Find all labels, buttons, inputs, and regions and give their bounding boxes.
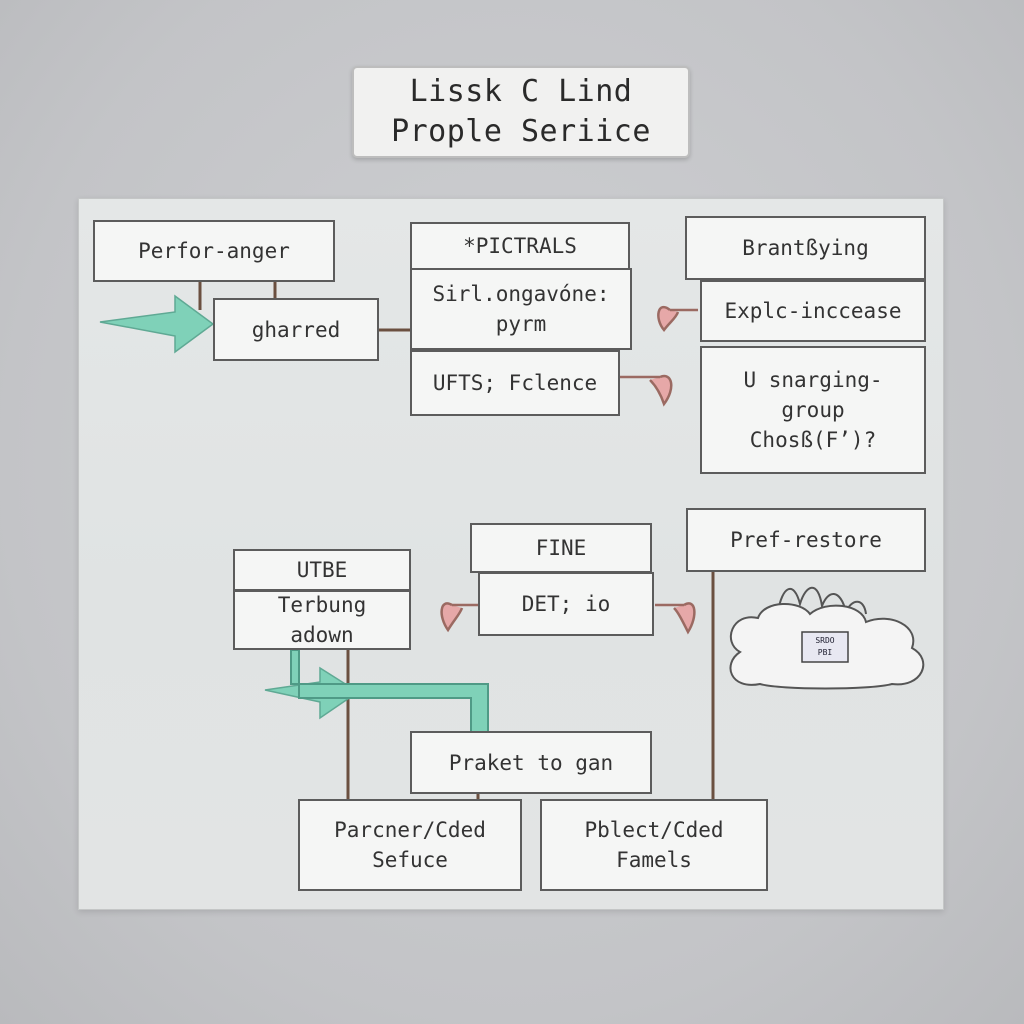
- node-label-line-1: U snarging-: [743, 368, 883, 392]
- node-ufts[interactable]: UFTS; Fclence: [410, 350, 620, 416]
- node-pref-restore[interactable]: Pref-restore: [686, 508, 926, 572]
- node-label-line-2: adown: [290, 623, 354, 647]
- node-snarging[interactable]: U snarging- group Chosß(F’)?: [700, 346, 926, 474]
- node-label-line-3: Chosß(F’)?: [749, 428, 877, 452]
- node-det[interactable]: DET; io: [478, 572, 654, 636]
- teal-pipe-icon: [290, 649, 489, 733]
- node-gharred[interactable]: gharred: [213, 298, 379, 361]
- node-label: UFTS; Fclence: [432, 371, 598, 395]
- node-label: UTBE: [296, 558, 348, 582]
- title-line-1: Lissk C Lind: [409, 74, 633, 109]
- node-label-line-2: pyrm: [495, 312, 547, 336]
- node-label-line-2: Sefuce: [372, 848, 448, 872]
- node-utbe[interactable]: UTBE: [233, 549, 411, 591]
- node-sirl[interactable]: Sirl.ongavóne: pyrm: [410, 268, 632, 350]
- cloud-label: SRDO PBI: [802, 632, 848, 662]
- node-label-line-1: Sirl.ongavóne:: [432, 282, 610, 306]
- node-label: FINE: [535, 536, 587, 560]
- node-label-line-2: group: [781, 398, 845, 422]
- node-pblect[interactable]: Pblect/Cded Famels: [540, 799, 768, 891]
- right-curl-arrow-icon: [655, 602, 696, 635]
- node-label-line-1: Parcner/Cded: [334, 818, 486, 842]
- node-label: *PICTRALS: [463, 234, 577, 258]
- node-label: gharred: [251, 317, 341, 342]
- node-label-line-2: Famels: [616, 848, 692, 872]
- node-label: Brantßying: [742, 236, 869, 260]
- node-label-line-1: Terbung: [277, 593, 367, 617]
- diagram-title: Lissk C Lind Prople Seriice: [352, 66, 690, 158]
- node-label-line-1: Pblect/Cded: [584, 818, 724, 842]
- left-curl-arrow-icon: [440, 602, 478, 633]
- node-pictrals[interactable]: *PICTRALS: [410, 222, 630, 270]
- cloud-label-line-2: PBI: [817, 648, 833, 657]
- node-explc[interactable]: Explc-inccease: [700, 280, 926, 342]
- pink-arrows: [440, 305, 698, 635]
- cloud-icon: [729, 586, 925, 690]
- left-curl-arrow-icon: [657, 305, 698, 333]
- node-fine[interactable]: FINE: [470, 523, 652, 573]
- node-label: Praket to gan: [448, 750, 614, 775]
- node-brant[interactable]: Brantßying: [685, 216, 926, 280]
- node-parcner[interactable]: Parcner/Cded Sefuce: [298, 799, 522, 891]
- right-curl-arrow-icon: [620, 374, 673, 407]
- node-label: DET; io: [521, 592, 611, 616]
- cloud-label-line-1: SRDO: [815, 636, 835, 645]
- title-line-2: Prople Seriice: [391, 114, 651, 149]
- teal-arrow-icon: [99, 294, 215, 354]
- node-terbung[interactable]: Terbung adown: [233, 590, 411, 650]
- node-label: Pref-restore: [730, 528, 882, 552]
- node-label: Perfor-anger: [138, 239, 290, 263]
- node-praket[interactable]: Praket to gan: [410, 731, 652, 794]
- node-label: Explc-inccease: [724, 299, 902, 323]
- node-perfor-anger[interactable]: Perfor-anger: [93, 220, 335, 282]
